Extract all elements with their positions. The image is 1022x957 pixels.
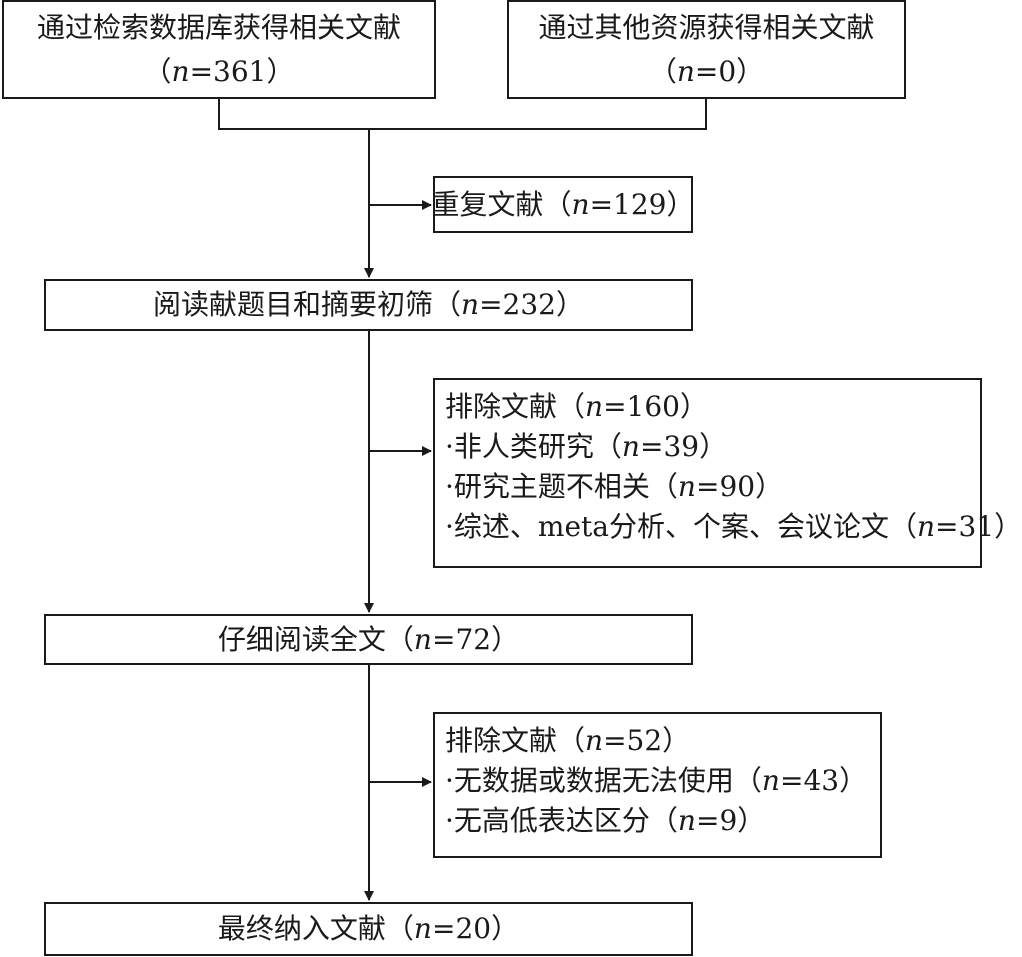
connector-lines	[218, 99, 707, 901]
screening-label: 阅读献题目和摘要初筛（n=232）	[153, 288, 584, 321]
excluded-full-text-box: 排除文献（n=52） 无数据或数据无法使用（n=43） 无高低表达区分（n=9）	[433, 712, 882, 858]
excluded-screening-reason: 综述、meta分析、个案、会议论文（n=31）	[445, 507, 1022, 547]
excluded-screening-reason: 研究主题不相关（n=90）	[445, 467, 980, 507]
included-label: 最终纳入文献（n=20）	[217, 912, 520, 945]
excluded-full-text-reason: 无高低表达区分（n=9）	[445, 801, 880, 841]
records-database-count: （n=361）	[143, 54, 295, 88]
duplicates-label: 重复文献（n=129）	[431, 187, 695, 221]
full-text-box: 仔细阅读全文（n=72）	[44, 614, 693, 665]
records-database-title: 通过检索数据库获得相关文献	[36, 10, 401, 44]
prisma-flow-diagram: 通过检索数据库获得相关文献 （n=361） 通过其他资源获得相关文献 （n=0）…	[0, 0, 982, 957]
excluded-full-text-reason: 无数据或数据无法使用（n=43）	[445, 761, 880, 801]
merge-connector	[218, 99, 707, 130]
records-other-title: 通过其他资源获得相关文献	[538, 10, 875, 44]
excluded-screening-reason: 非人类研究（n=39）	[445, 427, 980, 467]
records-other-count: （n=0）	[648, 54, 765, 88]
excluded-screening-title: 排除文献（n=160）	[445, 390, 708, 423]
duplicates-box: 重复文献（n=129）	[431, 176, 695, 233]
excluded-screening-box: 排除文献（n=160） 非人类研究（n=39） 研究主题不相关（n=90） 综述…	[433, 378, 1022, 568]
included-box: 最终纳入文献（n=20）	[44, 902, 693, 956]
records-database-box: 通过检索数据库获得相关文献 （n=361）	[2, 0, 436, 99]
excluded-full-text-title: 排除文献（n=52）	[445, 724, 691, 757]
screening-box: 阅读献题目和摘要初筛（n=232）	[44, 279, 693, 331]
full-text-label: 仔细阅读全文（n=72）	[217, 622, 520, 656]
records-other-box: 通过其他资源获得相关文献 （n=0）	[507, 0, 906, 99]
